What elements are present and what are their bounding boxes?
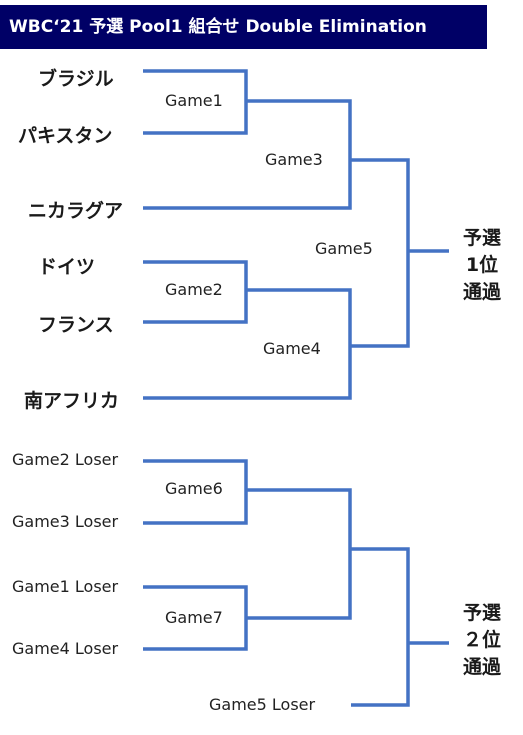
- game6-label: Game6: [165, 479, 223, 498]
- result-second-place: 予選 ２位 通過: [452, 600, 512, 681]
- result-first-line1: 予選: [462, 227, 501, 249]
- title-bar: WBC‘21 予選 Pool1 組合せ Double Elimination: [0, 5, 487, 49]
- bracket-game3-in: [143, 99, 352, 210]
- bracket-game6-game7: [246, 488, 352, 620]
- result-second-line1: 予選: [462, 602, 501, 624]
- team-nicaragua: ニカラグア: [28, 200, 124, 222]
- result-second-line3: 通過: [462, 656, 501, 678]
- result-first-line2: 1位: [465, 254, 499, 276]
- team-pakistan: パキスタン: [18, 125, 113, 147]
- result-second-line2: ２位: [462, 629, 501, 651]
- loser-game1: Game1 Loser: [12, 577, 119, 596]
- result-first-line3: 通過: [462, 281, 501, 303]
- bracket-game5: [350, 158, 410, 348]
- page-title: WBC‘21 予選 Pool1 組合せ Double Elimination: [9, 17, 427, 37]
- loser-game4: Game4 Loser: [12, 639, 119, 658]
- bracket-game6: [143, 459, 248, 525]
- team-france: フランス: [38, 314, 114, 336]
- game1-label: Game1: [165, 91, 223, 110]
- loser-game2: Game2 Loser: [12, 450, 119, 469]
- team-germany: ドイツ: [38, 256, 96, 278]
- loser-game5: Game5 Loser: [209, 695, 316, 714]
- bracket-game4-in: [143, 288, 352, 400]
- bracket-final-second: [350, 547, 410, 707]
- team-brazil: ブラジル: [38, 68, 114, 90]
- loser-game3: Game3 Loser: [12, 512, 119, 531]
- game7-label: Game7: [165, 608, 223, 627]
- game2-label: Game2: [165, 280, 223, 299]
- game3-label: Game3: [265, 150, 323, 169]
- result-first-place: 予選 1位 通過: [452, 225, 512, 306]
- game5-label: Game5: [315, 239, 373, 258]
- bracket-game2: [143, 260, 248, 324]
- game4-label: Game4: [263, 339, 321, 358]
- team-south-africa: 南アフリカ: [24, 390, 120, 412]
